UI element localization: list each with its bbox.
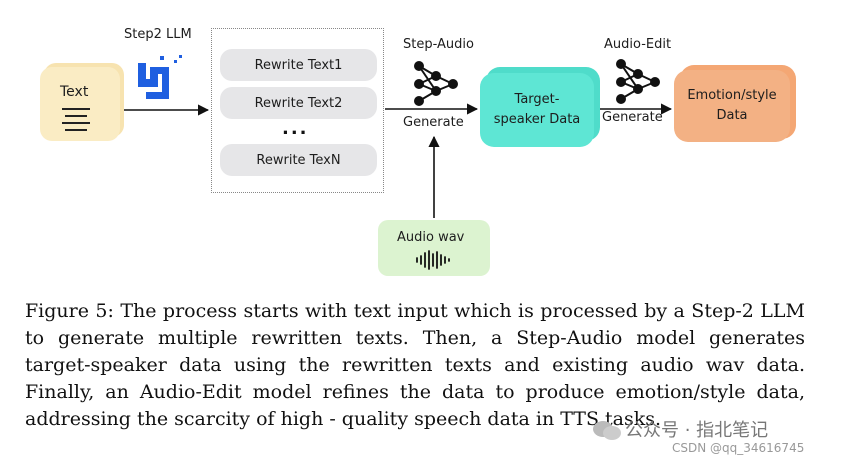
audio-edit-network-icon	[616, 59, 660, 104]
audio-wav-label: Audio wav	[397, 230, 465, 245]
audio-edit-label: Audio-Edit	[604, 37, 672, 52]
figure-caption: Figure 5: The process starts with text i…	[25, 300, 805, 430]
text-lines-icon	[62, 108, 90, 136]
rewrite-text-n: Rewrite TexN	[220, 144, 377, 176]
step-audio-label: Step-Audio	[403, 37, 474, 52]
watermark-text: 公众号 · 指北笔记	[625, 420, 769, 441]
emotion-style-node: Emotion/style Data	[674, 70, 790, 142]
rewrite-group	[211, 28, 384, 193]
target-node-line-2: speaker Data	[493, 112, 581, 127]
csdn-watermark: CSDN @qq_34616745	[672, 441, 805, 455]
waveform-icon	[416, 250, 450, 270]
llm-label: Step2 LLM	[124, 27, 192, 42]
step2-llm-logo-icon	[138, 55, 182, 99]
rewrite-text-2: Rewrite Text2	[220, 87, 377, 119]
emotion-node-line-1: Emotion/style	[687, 88, 777, 103]
generate-label-step-audio: Generate	[403, 115, 464, 130]
text-node-label: Text	[60, 84, 89, 100]
rewrite-text-1: Rewrite Text1	[220, 49, 377, 81]
generate-label-audio-edit: Generate	[602, 110, 663, 125]
wechat-logo-icon	[593, 421, 621, 440]
emotion-node-line-2: Data	[716, 108, 748, 123]
target-speaker-node: Target- speaker Data	[480, 73, 594, 147]
rewrite-ellipsis: ...	[282, 118, 309, 139]
target-node-line-1: Target-	[514, 92, 560, 107]
step-audio-network-icon	[414, 61, 458, 106]
text-input-node	[40, 67, 120, 141]
audio-wav-node	[378, 220, 490, 276]
